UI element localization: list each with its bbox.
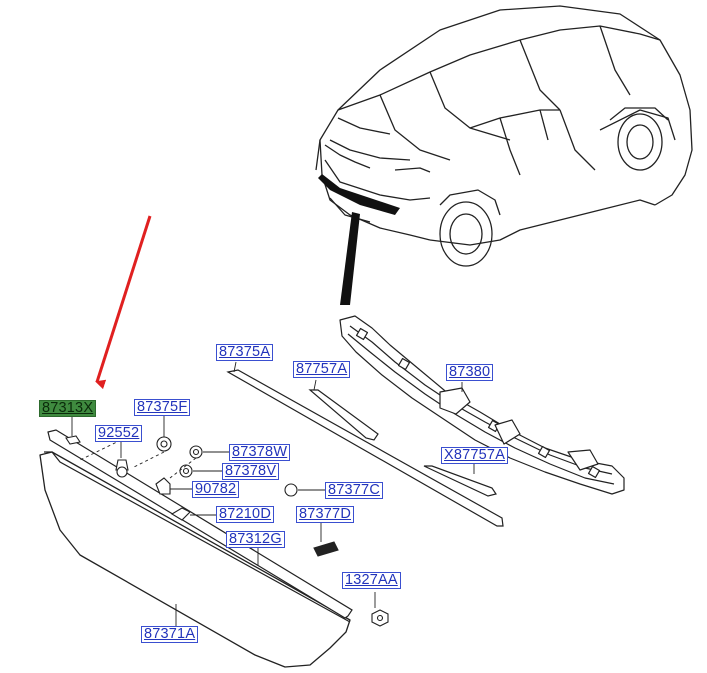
garnish-top-edge [44,451,351,623]
clip-87210D [170,507,191,521]
screw-92552 [115,459,129,478]
grommet-87375F [156,436,172,452]
strip-87757A [308,389,379,441]
grommet-87378W [189,445,203,459]
part-label-87210D[interactable]: 87210D [216,506,274,523]
part-label-87378W[interactable]: 87378W [229,444,291,461]
cap-87377C [284,483,298,497]
part-label-87313X[interactable]: 87313X [39,400,97,417]
clip-87313X [65,435,81,445]
vehicle-illustration [315,5,693,267]
part-label-87380[interactable]: 87380 [446,364,494,381]
part-label-X87757A[interactable]: X87757A [441,447,509,464]
strip-87375A [226,369,504,527]
grommet-87378V [179,464,193,478]
hardware [65,435,389,627]
part-label-92552[interactable]: 92552 [95,425,143,442]
part-label-87757A[interactable]: 87757A [293,361,351,378]
part-label-87378V[interactable]: 87378V [222,463,280,480]
part-label-87375F[interactable]: 87375F [134,399,191,416]
part-label-90782[interactable]: 90782 [192,481,240,498]
tape-87377D [313,541,339,557]
part-label-87377D[interactable]: 87377D [296,506,354,523]
part-label-1327AA[interactable]: 1327AA [342,572,401,589]
part-label-87371A[interactable]: 87371A [141,626,199,643]
bracket-87380 [339,315,625,495]
garnish-panel [39,451,351,668]
leader-pointer [340,212,360,305]
nut-1327AA [371,609,389,627]
part-label-87375A[interactable]: 87375A [216,344,274,361]
red-arrow [95,215,152,390]
part-label-87377C[interactable]: 87377C [325,482,383,499]
strip-X87757A [423,465,497,497]
part-label-87312G[interactable]: 87312G [226,531,285,548]
garnish-highlight [318,174,400,215]
leader-lines [71,361,475,626]
